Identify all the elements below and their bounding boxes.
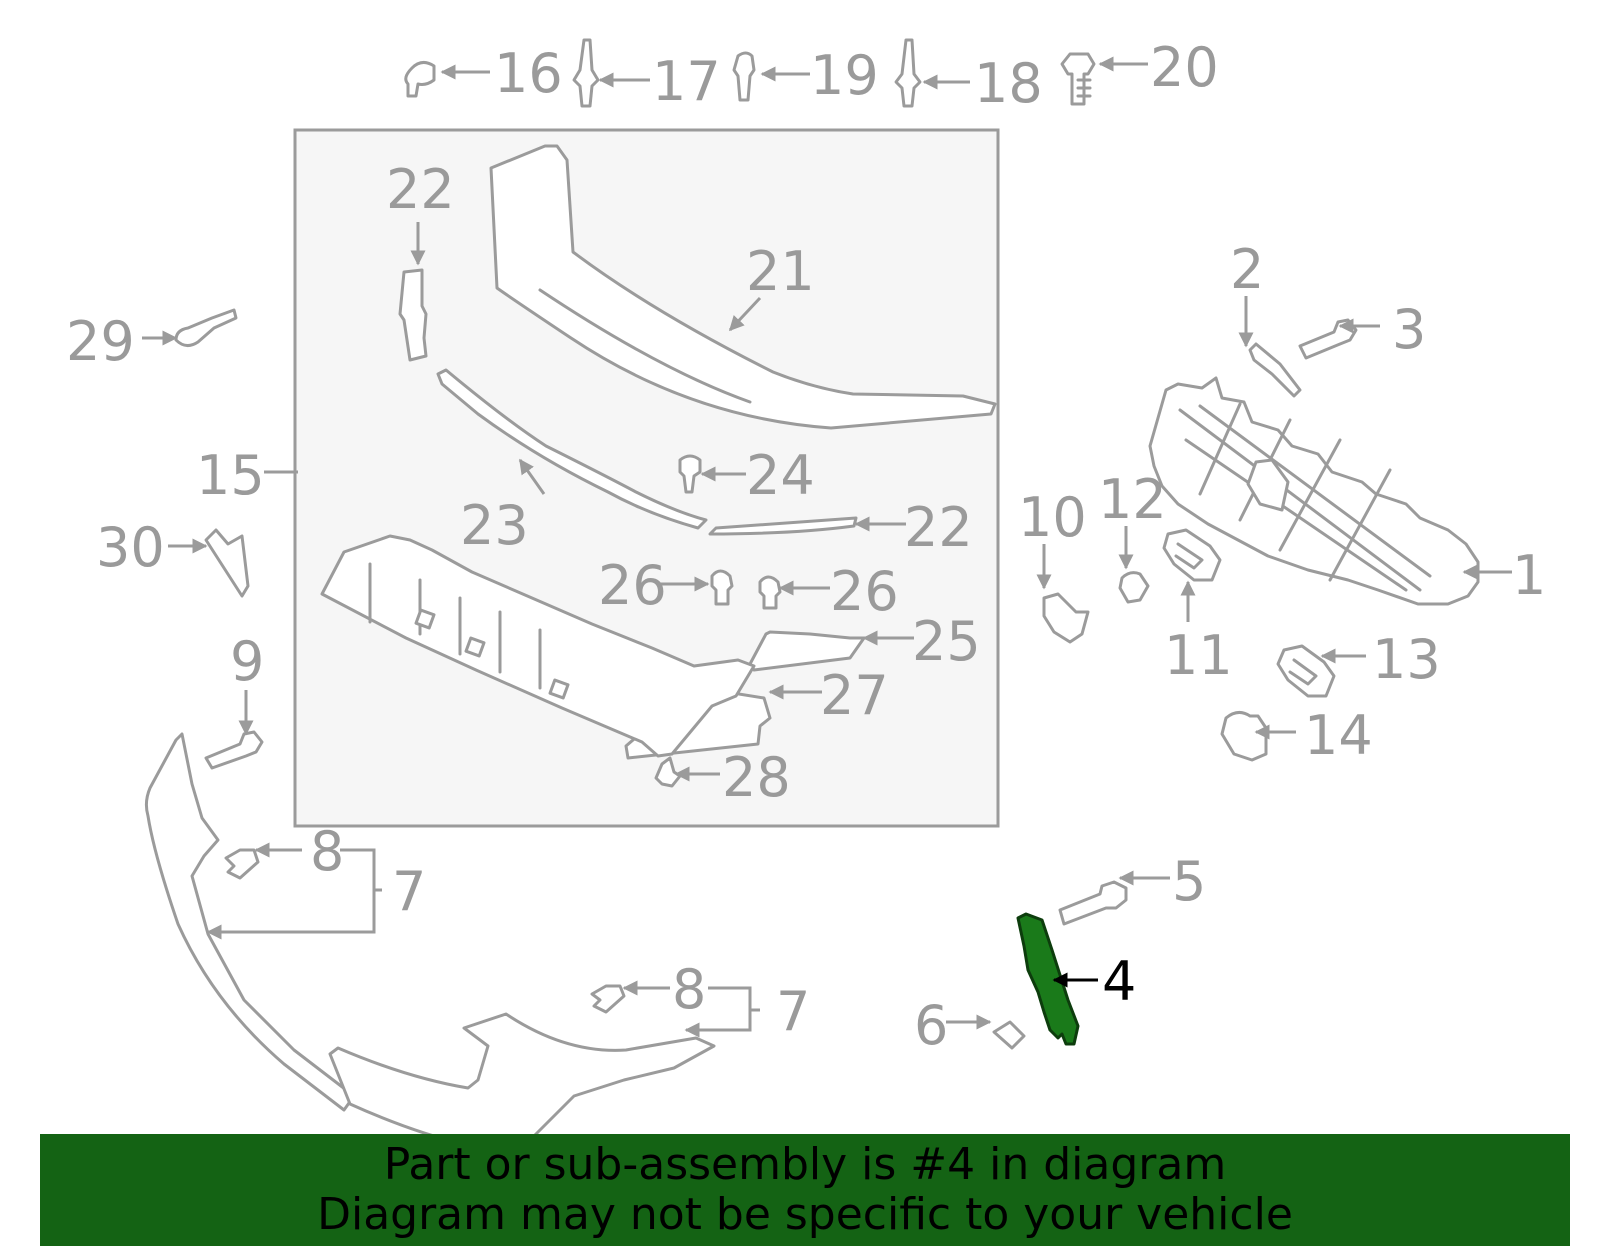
callout-18: 18 [974, 52, 1043, 115]
fastener-18 [894, 38, 922, 108]
callout-10: 10 [1018, 486, 1087, 549]
clip-8-upper [224, 848, 260, 880]
clip-26-left [710, 569, 734, 606]
part-12 [1118, 571, 1150, 604]
clip-8-lower [590, 984, 626, 1014]
callout-20: 20 [1150, 36, 1219, 99]
callout-3: 3 [1392, 298, 1426, 361]
callout-6: 6 [914, 994, 948, 1057]
callout-26-right: 26 [830, 560, 899, 623]
fastener-17 [572, 38, 600, 108]
fastener-16 [404, 61, 436, 98]
bolt-5 [1058, 880, 1128, 926]
part-30 [204, 528, 250, 598]
callout-11: 11 [1164, 624, 1233, 687]
bolt-9 [204, 730, 264, 770]
part-14 [1220, 711, 1268, 762]
callout-26-left: 26 [598, 554, 667, 617]
bumper-trim-7-right [328, 1012, 716, 1154]
callout-4: 4 [1102, 950, 1136, 1013]
clip-6 [992, 1020, 1026, 1050]
callout-labels: 16 17 19 18 20 22 21 29 15 23 24 22 30 2… [66, 36, 1546, 1057]
callout-1: 1 [1512, 544, 1546, 607]
info-banner: Part or sub-assembly is #4 in diagram Di… [40, 1134, 1570, 1246]
callout-22-upper: 22 [386, 158, 455, 221]
bolt-29 [174, 308, 238, 347]
banner-line-2: Diagram may not be specific to your vehi… [317, 1189, 1293, 1240]
bracket-4-highlighted[interactable] [1016, 912, 1080, 1046]
callout-9: 9 [230, 630, 264, 693]
callout-27: 27 [820, 664, 889, 727]
clip-26-right [758, 575, 782, 610]
callout-5: 5 [1172, 850, 1206, 913]
callout-8-lower: 8 [672, 958, 706, 1021]
fastener-20 [1060, 52, 1096, 106]
bumper-trim-7-left [144, 732, 356, 1112]
grille-support-bracket [320, 534, 756, 758]
callout-24: 24 [746, 444, 815, 507]
callout-12: 12 [1098, 468, 1167, 531]
part-2 [1248, 342, 1302, 398]
callout-29: 29 [66, 310, 135, 373]
callout-28: 28 [722, 746, 791, 809]
callout-30: 30 [96, 516, 165, 579]
clip-24 [678, 454, 702, 494]
callout-8-upper: 8 [310, 820, 344, 883]
strip-23 [436, 368, 708, 530]
callout-22-lower: 22 [904, 496, 973, 559]
callout-14: 14 [1304, 704, 1373, 767]
callout-15: 15 [196, 444, 265, 507]
callout-16: 16 [494, 42, 563, 105]
strip-22-lower [708, 516, 858, 536]
fastener-19 [732, 51, 756, 102]
emblem-13 [1276, 644, 1336, 698]
callout-21: 21 [746, 240, 815, 303]
callout-25: 25 [912, 610, 981, 673]
leader-lines [142, 56, 1512, 1038]
callout-19: 19 [810, 44, 879, 107]
callout-7-lower: 7 [776, 980, 810, 1043]
banner-line-1: Part or sub-assembly is #4 in diagram [383, 1139, 1227, 1190]
callout-17: 17 [652, 50, 721, 113]
callout-7-upper: 7 [392, 860, 426, 923]
upper-molding-21 [489, 144, 997, 430]
callout-13: 13 [1372, 628, 1441, 691]
callout-2: 2 [1230, 238, 1264, 301]
part-10 [1042, 592, 1090, 644]
bracket-22-upper [398, 268, 428, 362]
callout-23: 23 [460, 494, 529, 557]
